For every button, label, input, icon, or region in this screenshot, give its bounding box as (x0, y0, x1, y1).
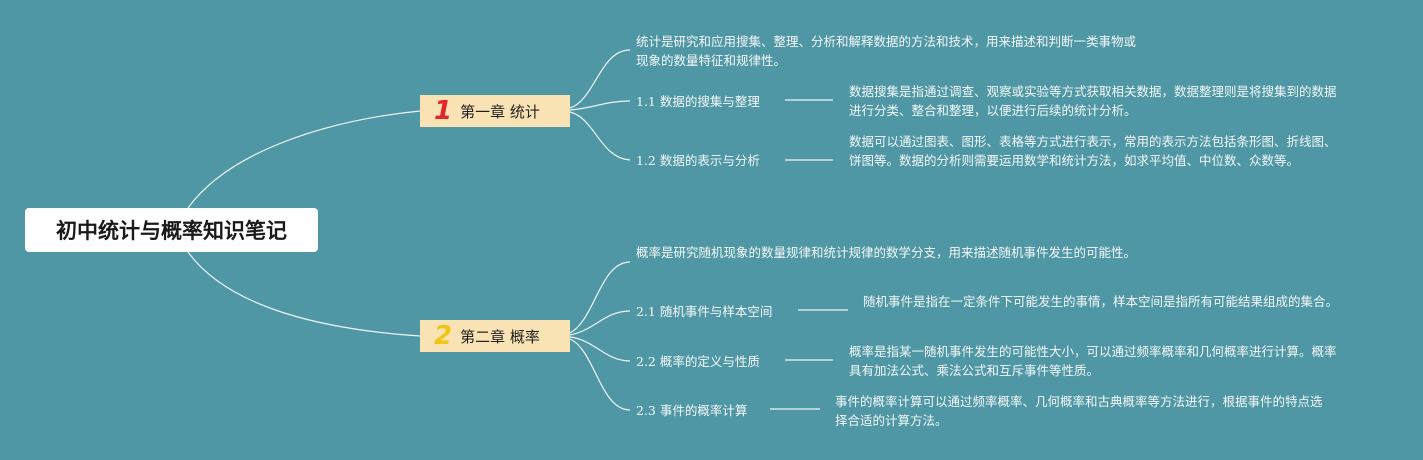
intro-text: 统计是研究和应用搜集、整理、分析和解释数据的方法和技术，用来描述和判断一类事物或… (636, 34, 1137, 68)
section-1-2[interactable]: 1.2 数据的表示与分析 (636, 151, 760, 170)
section-title: 2.3 事件的概率计算 (636, 403, 748, 418)
section-title: 2.1 随机事件与样本空间 (636, 304, 773, 319)
section-desc: 数据搜集是指通过调查、观察或实验等方式获取相关数据，数据整理则是将搜集到的数据进… (849, 84, 1337, 118)
section-desc: 事件的概率计算可以通过频率概率、几何概率和古典概率等方法进行，根据事件的特点选择… (835, 394, 1323, 428)
link-ch2-s3 (569, 338, 631, 411)
link-root-chapter1 (187, 110, 421, 209)
section-2-3[interactable]: 2.3 事件的概率计算 (636, 401, 747, 420)
chapter-number: 2 (434, 321, 453, 351)
chapter-2-intro[interactable]: 概率是研究随机现象的数量规律和统计规律的数学分支，用来描述随机事件发生的可能性。 (636, 243, 1136, 262)
root-topic[interactable]: 初中统计与概率知识笔记 (25, 208, 318, 252)
chapter-1-intro[interactable]: 统计是研究和应用搜集、整理、分析和解释数据的方法和技术，用来描述和判断一类事物或… (636, 32, 1136, 70)
section-1-1-desc[interactable]: 数据搜集是指通过调查、观察或实验等方式获取相关数据，数据整理则是将搜集到的数据进… (849, 82, 1344, 120)
intro-text: 概率是研究随机现象的数量规律和统计规律的数学分支，用来描述随机事件发生的可能性。 (636, 245, 1137, 260)
chapter-title: 第一章 统计 (460, 102, 540, 121)
section-2-1[interactable]: 2.1 随机事件与样本空间 (636, 302, 772, 321)
link-ch1-s2 (569, 111, 631, 161)
section-1-2-desc[interactable]: 数据可以通过图表、图形、表格等方式进行表示，常用的表示方法包括条形图、折线图、饼… (849, 132, 1344, 170)
link-ch1-s1 (569, 100, 631, 111)
link-ch2-intro (569, 261, 631, 334)
section-2-2-desc[interactable]: 概率是指某一随机事件发生的可能性大小，可以通过频率概率和几何概率进行计算。概率具… (849, 342, 1344, 380)
section-2-1-desc[interactable]: 随机事件是指在一定条件下可能发生的事情，样本空间是指所有可能结果组成的集合。 (863, 292, 1373, 311)
section-title: 1.2 数据的表示与分析 (636, 153, 760, 168)
link-root-chapter2 (187, 251, 421, 337)
section-2-3-desc[interactable]: 事件的概率计算可以通过频率概率、几何概率和古典概率等方法进行，根据事件的特点选择… (835, 392, 1330, 430)
chapter-2-node[interactable]: 2 第二章 概率 (420, 320, 570, 352)
section-desc: 数据可以通过图表、图形、表格等方式进行表示，常用的表示方法包括条形图、折线图、饼… (849, 134, 1337, 168)
section-desc: 概率是指某一随机事件发生的可能性大小，可以通过频率概率和几何概率进行计算。概率具… (849, 344, 1337, 378)
link-ch1-intro (569, 49, 631, 109)
section-title: 2.2 概率的定义与性质 (636, 354, 760, 369)
link-ch2-s2 (569, 336, 631, 362)
chapter-number: 1 (434, 96, 453, 126)
section-title: 1.1 数据的搜集与整理 (636, 94, 760, 109)
section-desc: 随机事件是指在一定条件下可能发生的事情，样本空间是指所有可能结果组成的集合。 (863, 294, 1339, 309)
section-1-1[interactable]: 1.1 数据的搜集与整理 (636, 92, 760, 111)
chapter-title: 第二章 概率 (460, 327, 540, 346)
link-ch2-s1 (569, 310, 631, 336)
chapter-1-node[interactable]: 1 第一章 统计 (420, 95, 570, 127)
section-2-2[interactable]: 2.2 概率的定义与性质 (636, 352, 760, 371)
root-title: 初中统计与概率知识笔记 (56, 219, 287, 243)
